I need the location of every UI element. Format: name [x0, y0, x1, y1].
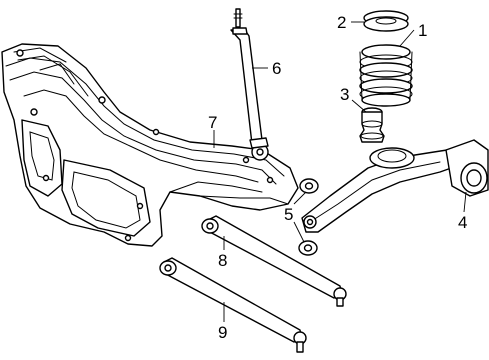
bushing-lower — [298, 240, 318, 256]
lateral-link-upper — [201, 215, 347, 307]
callout-8: 8 — [218, 251, 227, 270]
leader-lines — [213, 21, 467, 322]
callout-7: 7 — [208, 113, 217, 132]
callout-4: 4 — [458, 213, 467, 232]
callout-3: 3 — [340, 85, 349, 104]
shock-absorber — [230, 8, 269, 161]
lateral-link-lower — [159, 257, 307, 353]
coil-spring — [359, 44, 413, 107]
callout-1: 1 — [418, 21, 427, 40]
callout-9: 9 — [218, 323, 227, 342]
callout-6: 6 — [272, 59, 281, 78]
callout-numbers: 1 2 3 4 5 6 7 8 9 — [208, 13, 467, 342]
bushing-upper — [299, 178, 319, 194]
lower-control-arm — [301, 139, 489, 233]
crossmember-subframe — [1, 43, 299, 247]
jounce-bumper — [359, 107, 385, 143]
callout-2: 2 — [337, 13, 346, 32]
spring-insulator — [363, 10, 409, 32]
callout-5: 5 — [284, 205, 293, 224]
